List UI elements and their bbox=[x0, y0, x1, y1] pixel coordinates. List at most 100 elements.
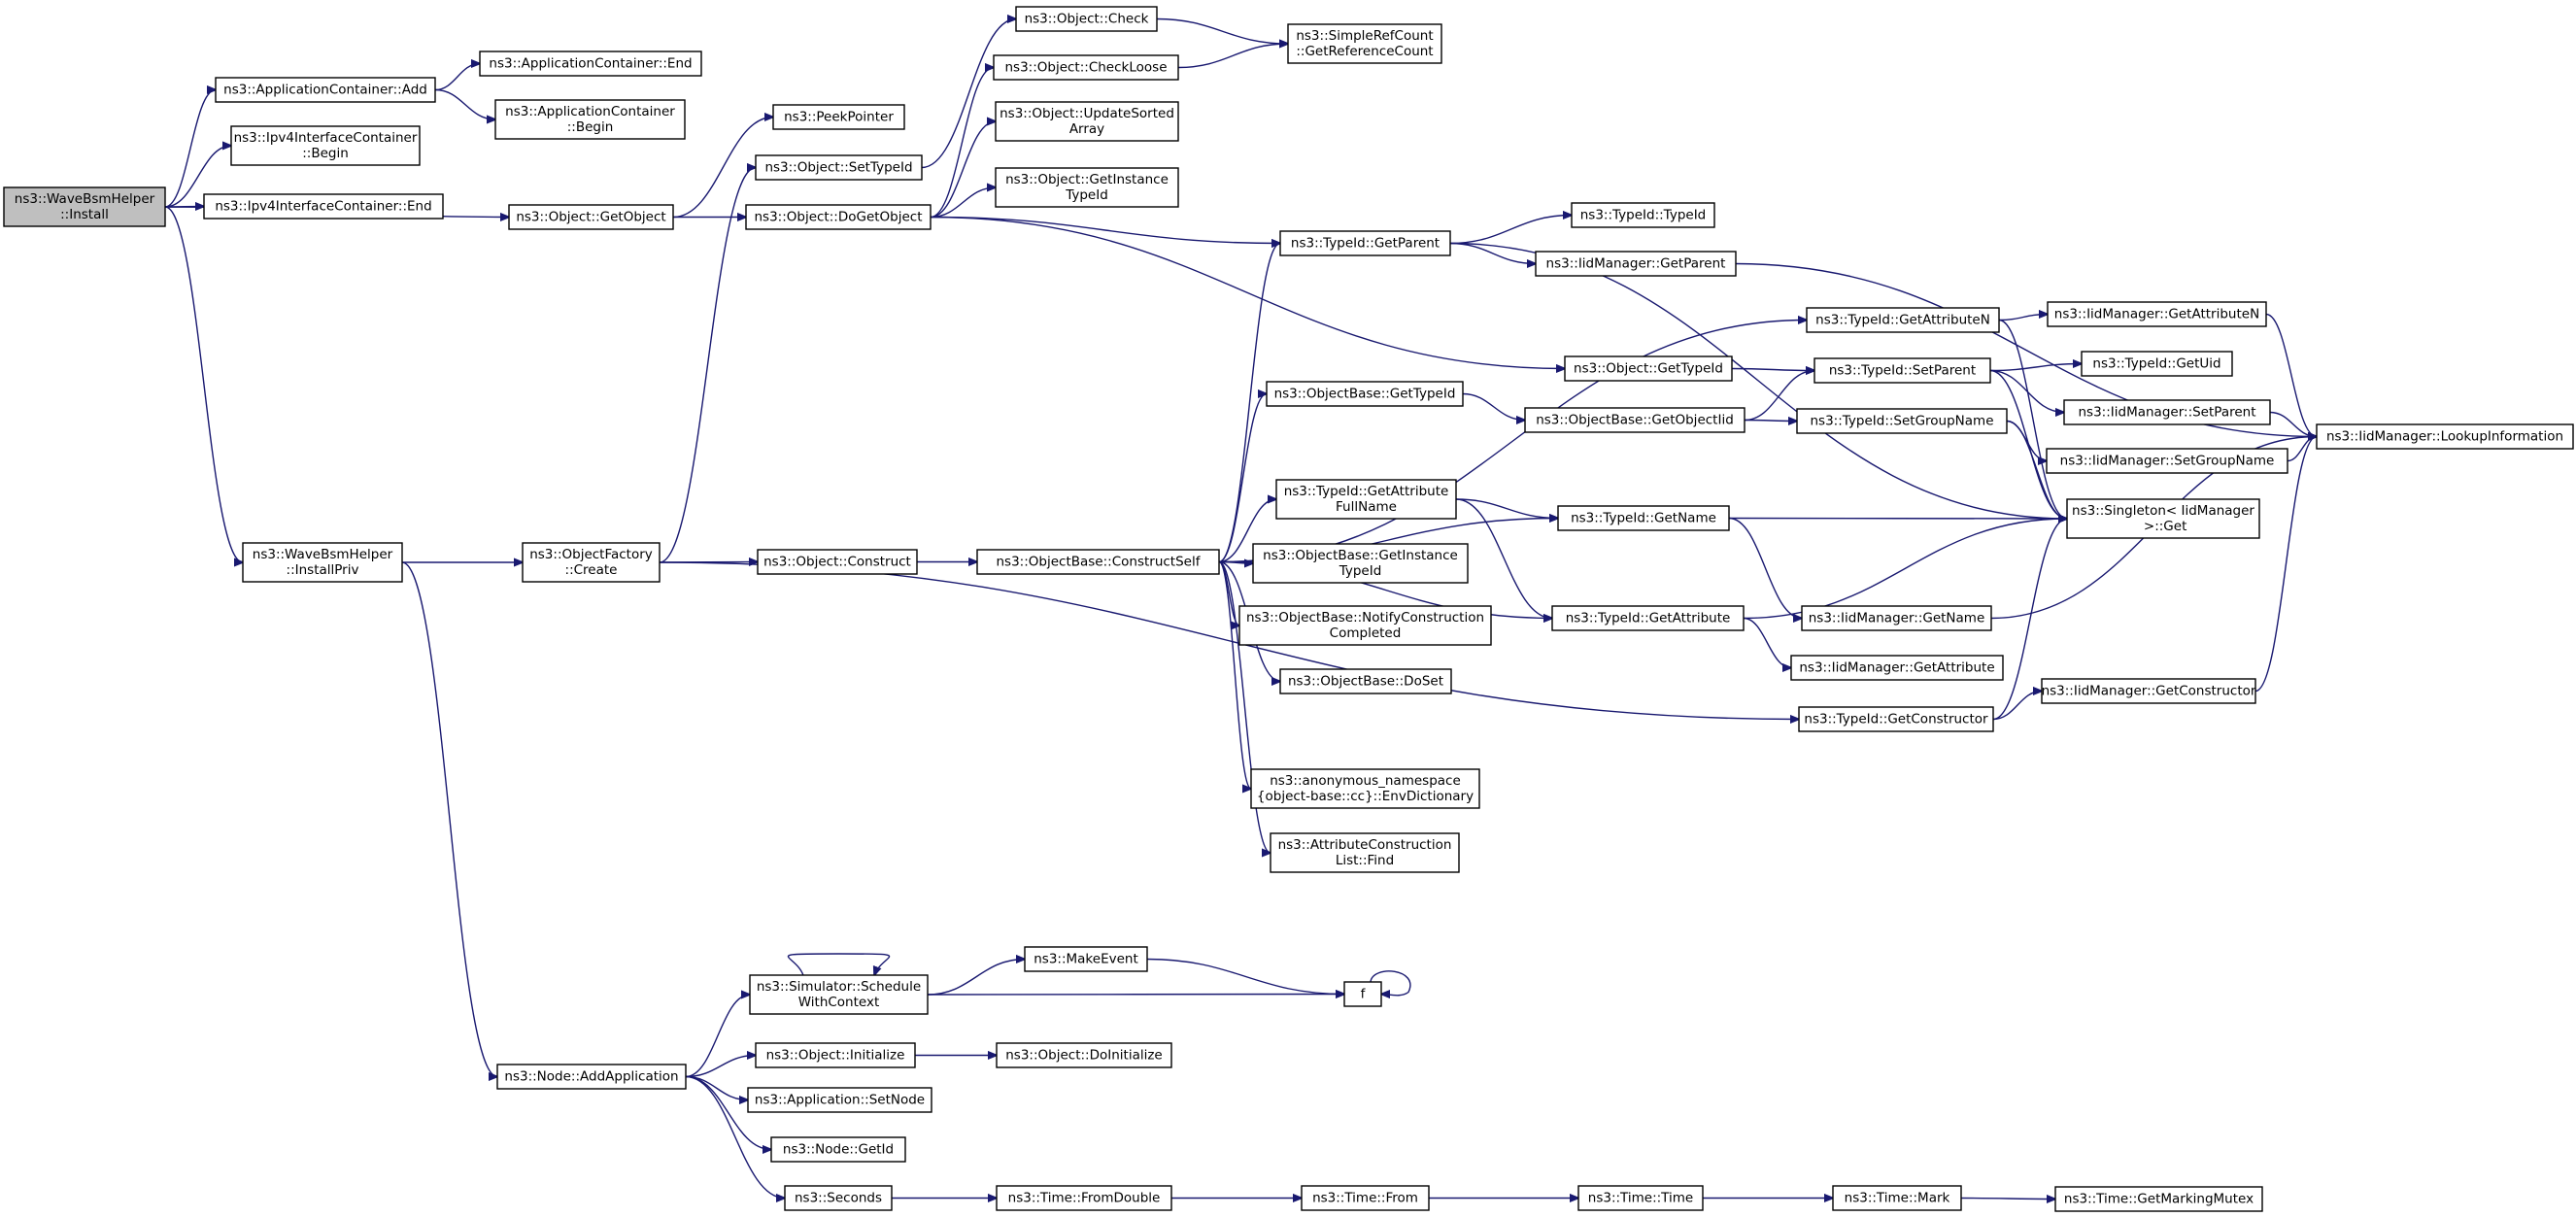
node-obj_doinitialize[interactable]: ns3::Object::DoInitialize bbox=[996, 1042, 1172, 1068]
node-objbase_constructself[interactable]: ns3::ObjectBase::ConstructSelf bbox=[976, 549, 1220, 575]
node-iid_getattribute[interactable]: ns3::IidManager::GetAttribute bbox=[1790, 655, 2004, 681]
node-label: ns3::TypeId::SetParent bbox=[1829, 363, 1976, 379]
node-label: ns3::Object::GetTypeId bbox=[1574, 361, 1723, 377]
node-box bbox=[479, 51, 702, 77]
node-ipv4_begin[interactable]: ns3::Ipv4InterfaceContainer::Begin bbox=[230, 125, 421, 166]
edge-iid_setgroupname-to-iid_lookup bbox=[2287, 437, 2317, 462]
node-iid_setparent[interactable]: ns3::IidManager::SetParent bbox=[2063, 399, 2271, 425]
node-box bbox=[2081, 351, 2233, 377]
edge-appcont_add-to-appcont_end bbox=[434, 64, 480, 91]
node-box bbox=[747, 1087, 932, 1113]
node-box bbox=[976, 549, 1220, 575]
node-iid_getattributen[interactable]: ns3::IidManager::GetAttributeN bbox=[2047, 301, 2267, 327]
node-checkloose[interactable]: ns3::Object::CheckLoose bbox=[993, 54, 1179, 81]
node-iid_setgroupname[interactable]: ns3::IidManager::SetGroupName bbox=[2046, 448, 2288, 474]
node-typeid_getparent[interactable]: ns3::TypeId::GetParent bbox=[1279, 230, 1451, 256]
node-label: ::Install bbox=[60, 207, 109, 222]
node-singleton_get[interactable]: ns3::Singleton< IidManager >::Get bbox=[2066, 498, 2260, 539]
edge-typeid_getattribute-to-iid_getattribute bbox=[1743, 617, 1791, 668]
node-box bbox=[1524, 407, 1746, 433]
node-appcont_begin[interactable]: ns3::ApplicationContainer::Begin bbox=[494, 99, 686, 140]
edge-f-to-f bbox=[1370, 970, 1411, 996]
node-iid_getconstructor[interactable]: ns3::IidManager::GetConstructor bbox=[2041, 678, 2256, 704]
node-box bbox=[770, 1136, 906, 1163]
node-appcont_end[interactable]: ns3::ApplicationContainer::End bbox=[479, 51, 702, 77]
node-ipv4_end[interactable]: ns3::Ipv4InterfaceContainer::End bbox=[203, 193, 444, 220]
edge-typeid_getattributefullname-to-typeid_getattribute bbox=[1455, 498, 1552, 619]
node-box bbox=[1279, 668, 1452, 694]
edge-checkloose-to-getrefcount bbox=[1177, 44, 1288, 69]
edge-dogetobject-to-checkloose bbox=[930, 68, 994, 219]
node-label: ns3::Object::Check bbox=[1025, 12, 1149, 27]
node-time_time[interactable]: ns3::Time::Time bbox=[1577, 1185, 1704, 1211]
node-install[interactable]: ns3::WaveBsmHelper::Install bbox=[3, 186, 166, 227]
node-iid_lookup[interactable]: ns3::IidManager::LookupInformation bbox=[2316, 423, 2574, 450]
node-obj_gettypeid[interactable]: ns3::Object::GetTypeId bbox=[1564, 355, 1733, 382]
node-objbase_doset[interactable]: ns3::ObjectBase::DoSet bbox=[1279, 668, 1452, 694]
node-objbase_gettypeid[interactable]: ns3::ObjectBase::GetTypeId bbox=[1266, 381, 1464, 407]
node-label: ns3::PeekPointer bbox=[784, 110, 894, 125]
node-box bbox=[749, 974, 929, 1015]
node-node_getid[interactable]: ns3::Node::GetId bbox=[770, 1136, 906, 1163]
edge-getobject-to-peekpointer bbox=[672, 118, 773, 219]
node-label: TypeId bbox=[1339, 563, 1382, 579]
node-label: ns3::AttributeConstruction bbox=[1278, 837, 1452, 853]
node-box bbox=[1270, 832, 1460, 873]
node-seconds[interactable]: ns3::Seconds bbox=[784, 1185, 893, 1211]
node-typeid_typeid[interactable]: ns3::TypeId::TypeId bbox=[1571, 202, 1715, 228]
node-peekpointer[interactable]: ns3::PeekPointer bbox=[772, 104, 905, 130]
node-typeid_setparent[interactable]: ns3::TypeId::SetParent bbox=[1813, 357, 1991, 384]
node-box bbox=[1275, 479, 1457, 520]
node-box bbox=[522, 542, 661, 583]
node-box bbox=[1798, 706, 1994, 732]
node-iid_getparent[interactable]: ns3::IidManager::GetParent bbox=[1535, 251, 1737, 277]
node-check[interactable]: ns3::Object::Check bbox=[1015, 6, 1158, 32]
node-typeid_setgroupname[interactable]: ns3::TypeId::SetGroupName bbox=[1796, 408, 2008, 434]
node-envdictionary[interactable]: ns3::anonymous_namespace{object-base::cc… bbox=[1250, 768, 1480, 809]
node-typeid_getattribute[interactable]: ns3::TypeId::GetAttribute bbox=[1551, 605, 1745, 631]
edge-check-to-getrefcount bbox=[1156, 17, 1288, 45]
node-app_setnode[interactable]: ns3::Application::SetNode bbox=[747, 1087, 932, 1113]
node-typeid_getattributen[interactable]: ns3::TypeId::GetAttributeN bbox=[1806, 307, 2000, 333]
edge-typeid_getname-to-singleton_get bbox=[1728, 519, 2067, 520]
node-getobject[interactable]: ns3::Object::GetObject bbox=[508, 204, 674, 230]
node-node_addapplication[interactable]: ns3::Node::AddApplication bbox=[496, 1064, 687, 1090]
node-objbase_notify[interactable]: ns3::ObjectBase::NotifyConstructionCompl… bbox=[1238, 605, 1492, 646]
node-typeid_getname[interactable]: ns3::TypeId::GetName bbox=[1557, 505, 1730, 531]
node-objbase_getobjectiid[interactable]: ns3::ObjectBase::GetObjectIid bbox=[1524, 407, 1746, 433]
node-iid_getname[interactable]: ns3::IidManager::GetName bbox=[1801, 605, 1992, 631]
edge-typeid_getparent-to-typeid_typeid bbox=[1449, 216, 1572, 245]
node-box bbox=[230, 125, 421, 166]
node-time_from[interactable]: ns3::Time::From bbox=[1301, 1185, 1430, 1211]
node-time_mark[interactable]: ns3::Time::Mark bbox=[1832, 1185, 1962, 1211]
node-obj_construct[interactable]: ns3::Object::Construct bbox=[757, 549, 918, 575]
node-getrefcount[interactable]: ns3::SimpleRefCount::GetReferenceCount bbox=[1287, 23, 1442, 64]
edge-install-to-appcont_add bbox=[164, 90, 216, 208]
node-label: ns3::Time::GetMarkingMutex bbox=[2064, 1192, 2254, 1207]
node-box bbox=[1790, 655, 2004, 681]
node-objfactory_create[interactable]: ns3::ObjectFactory::Create bbox=[522, 542, 661, 583]
node-obj_initialize[interactable]: ns3::Object::Initialize bbox=[755, 1042, 916, 1068]
node-label: ns3::Simulator::Schedule bbox=[757, 979, 921, 995]
node-time_getmarkingmutex[interactable]: ns3::Time::GetMarkingMutex bbox=[2054, 1186, 2263, 1212]
node-typeid_getconstructor[interactable]: ns3::TypeId::GetConstructor bbox=[1798, 706, 1994, 732]
node-label: ::InstallPriv bbox=[287, 562, 359, 578]
node-wave_installpriv[interactable]: ns3::WaveBsmHelper::InstallPriv bbox=[242, 542, 403, 583]
node-typeid_getuid[interactable]: ns3::TypeId::GetUid bbox=[2081, 351, 2233, 377]
node-dogetobject[interactable]: ns3::Object::DoGetObject bbox=[745, 204, 932, 230]
node-makeevent[interactable]: ns3::MakeEvent bbox=[1024, 946, 1148, 972]
node-label: ns3::Node::AddApplication bbox=[504, 1069, 678, 1085]
node-label: ns3::Object::CheckLoose bbox=[1004, 60, 1167, 76]
node-label: f bbox=[1361, 987, 1367, 1002]
node-f[interactable]: f bbox=[1343, 981, 1382, 1007]
node-appcont_add[interactable]: ns3::ApplicationContainer::Add bbox=[215, 77, 436, 103]
node-box bbox=[993, 54, 1179, 81]
node-settypeid[interactable]: ns3::Object::SetTypeId bbox=[755, 154, 923, 181]
node-time_fromdouble[interactable]: ns3::Time::FromDouble bbox=[996, 1185, 1172, 1211]
